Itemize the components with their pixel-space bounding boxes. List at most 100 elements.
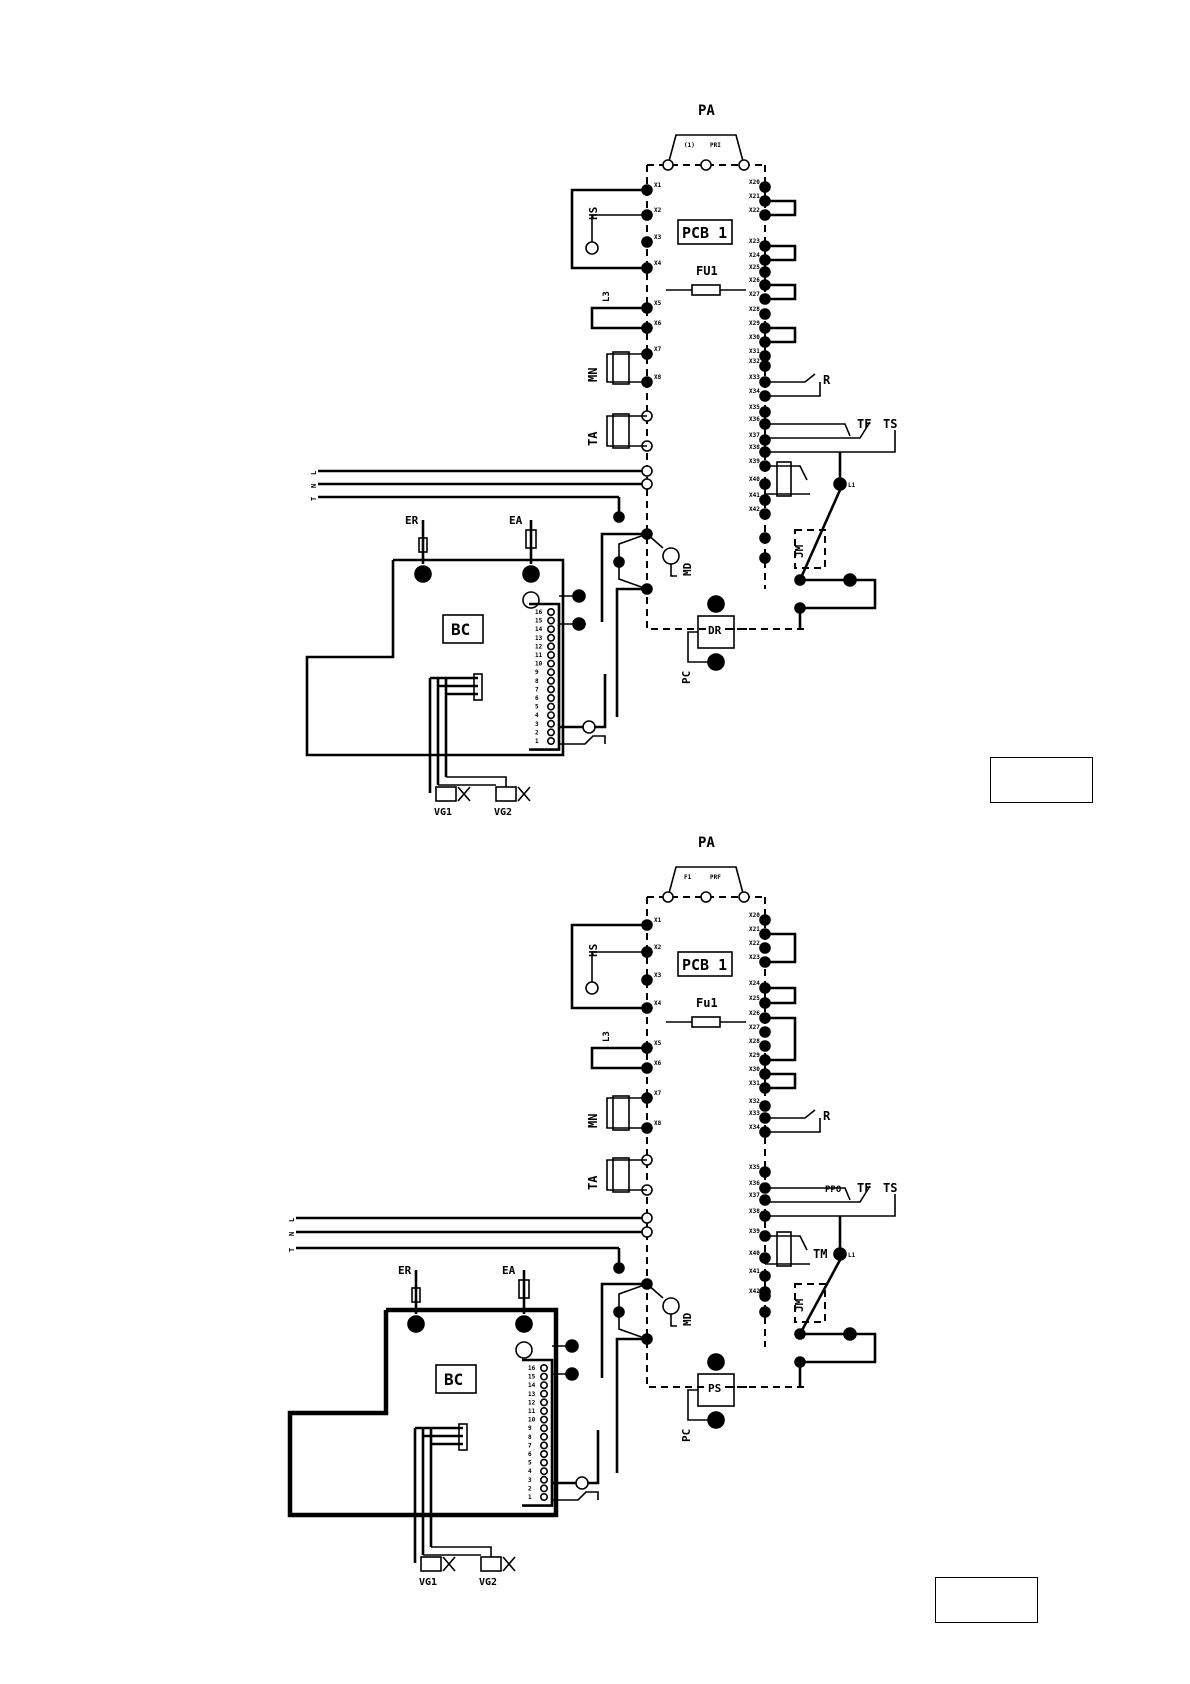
left-terminal-code: X3 [654,972,662,979]
pa-sub-label: PRF [710,874,721,881]
right-terminal [759,266,771,278]
right-terminal-code: X42 [749,1288,760,1295]
md-wire [646,1283,677,1327]
bc-box [442,614,484,644]
right-terminal [759,209,771,221]
left-terminal-code: X5 [654,1040,662,1047]
bc-earth [565,1339,579,1353]
left-terminal-code: X8 [654,1120,662,1127]
right-terminal-code: X39 [749,1228,760,1235]
md-lamp [613,556,625,568]
bc-pin-number: 9 [528,1425,532,1432]
fuse-label: FU1 [696,264,718,278]
blank-frame-top [990,757,1093,803]
right-terminal-code: X41 [749,492,760,499]
pcb-box [677,219,733,245]
ta-wire [606,415,647,447]
pa-label: PA [698,103,715,119]
right-terminal [759,1270,771,1282]
bc-pin-number: 13 [535,635,543,642]
bc-pin-number: 11 [535,652,543,659]
right-terminal-code: X41 [749,1268,760,1275]
l5-lamp [843,1327,857,1341]
mains-terminal [641,1212,653,1224]
ta-wire [606,1159,647,1191]
bc-pin-number: 8 [535,678,539,685]
bc-pin-number: 2 [528,1485,532,1492]
gas-valve-wire [413,1428,433,1563]
right-terminal-code: X25 [749,264,760,271]
left-terminal-code: X8 [654,374,662,381]
earth-terminal [613,1262,625,1274]
left-terminal-code: X1 [654,917,662,924]
ta-box [612,1157,630,1193]
mains-label: T [310,497,318,501]
bc-pin-number: 11 [528,1408,536,1415]
ppo-label: PPO [825,1185,842,1195]
pa-terminal [700,159,712,171]
dr-label: PS [708,1382,721,1395]
r-label: R [823,1109,831,1123]
l5-wire [798,1332,877,1387]
pcb-label: PCB 1 [682,224,727,242]
bc-box [435,1364,477,1394]
bc-connector-pin [546,685,555,694]
l1-wire [798,489,842,581]
hs-wire [570,188,647,270]
l5-lamp [843,573,857,587]
right-terminal [759,308,771,320]
gas-valve-wire [428,678,448,793]
pa-terminal [738,891,750,903]
right-terminal [759,322,771,334]
l1-lamp [833,1247,847,1261]
left-terminal [641,236,653,248]
bc-connector-pin [539,1493,548,1502]
tm-wire [765,1235,810,1265]
ea-terminal [515,1341,533,1359]
fuse-body [691,284,721,296]
md-motor [662,1297,680,1315]
left-terminal-code: X5 [654,300,662,307]
bc-pin-number: 15 [528,1374,536,1381]
bc-label: BC [451,620,470,639]
bc-pin-number: 8 [528,1434,532,1441]
fuse-body [691,1016,721,1028]
md-to-bc-wire [615,587,647,717]
right-terminal [759,1012,771,1024]
bc-connector-pin [546,616,555,625]
gas-valve-wire [415,1426,463,1446]
l3-label: L3 [602,1031,612,1042]
ea-terminal [522,565,540,583]
bc-pin-number: 16 [528,1365,536,1372]
mn-wire [606,353,647,383]
right-terminal-code: X39 [749,458,760,465]
right-terminal-code: X30 [749,334,760,341]
md-motor [662,547,680,565]
bc-pin-number: 12 [528,1399,536,1406]
r-label: R [823,373,831,387]
mn-wire [606,1097,647,1129]
er-label: ER [405,514,419,527]
right-terminal [759,406,771,418]
right-terminal [759,956,771,968]
right-terminal [759,478,771,490]
mains-label: L [288,1218,296,1222]
r-switch-wire [765,1109,821,1133]
l1-lamp [833,477,847,491]
junction [794,1356,806,1368]
dr-component [707,1353,725,1371]
bc-connector-pin [546,676,555,685]
bc-earth-wire [552,1345,566,1375]
right-terminal [759,494,771,506]
tm-box [776,461,792,497]
right-terminal-code: X25 [749,995,760,1002]
gas-valve-symbol [442,1556,516,1572]
mains-terminal [641,1226,653,1238]
right-terminal [759,1306,771,1318]
right-terminal-code: X26 [749,277,760,284]
right-terminal-code: X21 [749,193,760,200]
jumper-wire [770,326,797,344]
left-terminal-code: X7 [654,346,662,353]
ts-label: TS [883,417,897,431]
